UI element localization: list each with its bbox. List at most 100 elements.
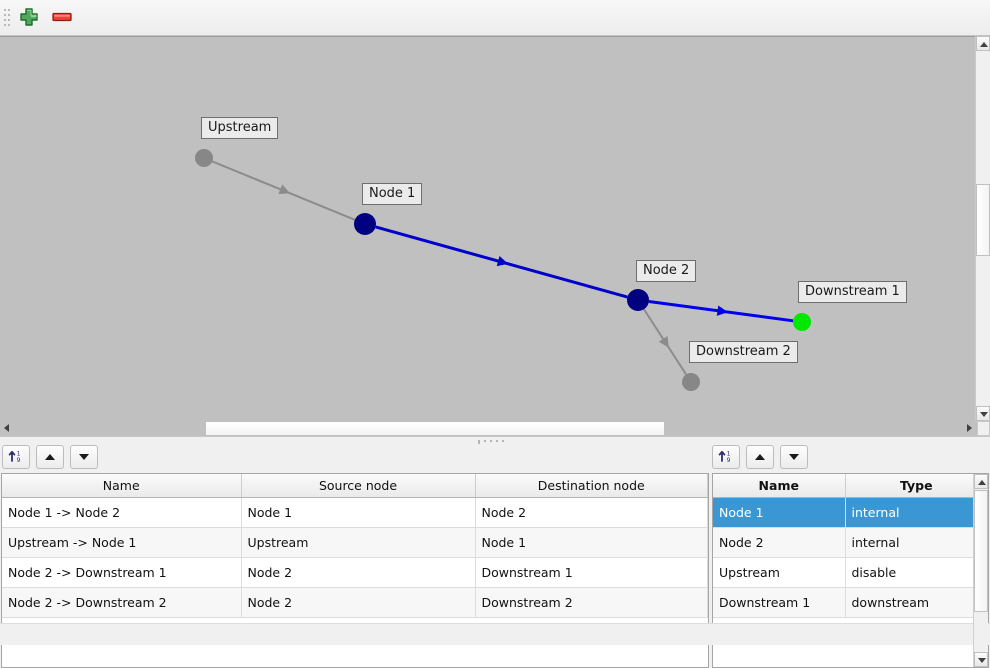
triangle-left-icon [4, 424, 9, 432]
graph-node-label[interactable]: Upstream [201, 117, 279, 139]
svg-text:9: 9 [727, 457, 731, 464]
scroll-up-button[interactable] [976, 36, 990, 51]
triangle-up-icon [753, 450, 767, 465]
canvas-vertical-scrollbar[interactable] [975, 36, 990, 421]
nodes-scroll-down-button[interactable] [974, 652, 988, 667]
triangle-right-icon [967, 424, 972, 432]
triangle-up-icon [978, 480, 986, 485]
graph-node-label[interactable]: Downstream 1 [798, 281, 907, 303]
edges-move-up-button[interactable] [36, 445, 64, 469]
edge-arrow-icon [658, 336, 669, 348]
graph-node[interactable] [627, 289, 649, 311]
status-bar [0, 623, 990, 645]
table-cell[interactable]: Node 1 [475, 527, 708, 558]
svg-text:1: 1 [17, 450, 21, 457]
graph-node[interactable] [682, 373, 700, 391]
table-cell[interactable]: Downstream 1 [475, 557, 708, 588]
nodes-move-down-button[interactable] [780, 445, 808, 469]
canvas-vertical-scroll-thumb[interactable] [976, 184, 990, 256]
scroll-right-button[interactable] [962, 421, 977, 436]
table-cell[interactable]: internal [845, 527, 988, 558]
table-cell[interactable]: Upstream -> Node 1 [2, 527, 242, 558]
plus-icon [18, 8, 40, 31]
graph-node-label[interactable]: Node 2 [636, 260, 697, 282]
table-cell[interactable]: Node 2 [713, 527, 846, 558]
column-header[interactable]: Type [845, 474, 988, 498]
add-button[interactable] [16, 6, 42, 30]
table-cell[interactable]: Node 1 [713, 497, 846, 528]
nodes-sort-button[interactable]: 1 9 [712, 445, 740, 469]
svg-text:1: 1 [727, 450, 731, 457]
graph-drawing [195, 149, 811, 391]
column-header[interactable]: Name [713, 474, 846, 498]
scroll-down-button[interactable] [976, 406, 990, 421]
canvas-horizontal-scroll-thumb[interactable] [205, 421, 665, 436]
table-cell[interactable]: Downstream 1 [713, 587, 846, 618]
scrollbar-corner [977, 421, 990, 436]
table-cell[interactable]: Upstream [713, 557, 846, 588]
toolbar-drag-handle[interactable] [4, 9, 10, 27]
scroll-left-button[interactable] [0, 421, 15, 436]
edges-button-bar: 1 9 [2, 445, 104, 473]
minus-icon [50, 12, 74, 31]
table-cell[interactable]: internal [845, 497, 988, 528]
table-cell[interactable]: Node 2 -> Downstream 1 [2, 557, 242, 588]
graph-node[interactable] [195, 149, 213, 167]
edge-arrow-icon [496, 256, 509, 267]
table-cell[interactable]: Node 2 -> Downstream 2 [2, 587, 242, 618]
triangle-down-icon [978, 658, 986, 663]
table-cell[interactable]: Downstream 2 [475, 587, 708, 618]
svg-text:9: 9 [17, 457, 21, 464]
table-cell[interactable]: Node 2 [475, 497, 708, 528]
delete-button[interactable] [49, 6, 75, 30]
edges-move-down-button[interactable] [70, 445, 98, 469]
column-header[interactable]: Name [2, 474, 242, 498]
table-cell[interactable]: Upstream [241, 527, 476, 558]
table-cell[interactable]: disable [845, 557, 988, 588]
triangle-up-icon [980, 42, 988, 47]
triangle-down-icon [787, 450, 801, 465]
graph-node-label[interactable]: Downstream 2 [689, 341, 798, 363]
main-toolbar [0, 0, 990, 36]
table-cell[interactable]: Node 1 [241, 497, 476, 528]
table-cell[interactable]: Node 1 -> Node 2 [2, 497, 242, 528]
table-cell[interactable]: Node 2 [241, 587, 476, 618]
splitter-grip [478, 440, 512, 444]
edges-sort-button[interactable]: 1 9 [2, 445, 30, 469]
triangle-down-icon [980, 412, 988, 417]
horizontal-splitter[interactable] [0, 436, 990, 446]
canvas-horizontal-scrollbar[interactable] [0, 421, 990, 436]
nodes-move-up-button[interactable] [746, 445, 774, 469]
graph-node[interactable] [793, 313, 811, 331]
table-cell[interactable]: downstream [845, 587, 988, 618]
graph-node[interactable] [354, 213, 376, 235]
column-header[interactable]: Source node [241, 474, 476, 498]
edge-arrow-icon [278, 184, 291, 195]
edge-arrow-icon [716, 305, 728, 316]
triangle-down-icon [77, 450, 91, 465]
graph-node-label[interactable]: Node 1 [362, 183, 423, 205]
nodes-scroll-up-button[interactable] [974, 474, 988, 489]
table-cell[interactable]: Node 2 [241, 557, 476, 588]
sort-ascending-icon: 1 9 [717, 450, 735, 467]
nodes-vertical-scroll-thumb[interactable] [974, 490, 988, 612]
nodes-vertical-scrollbar[interactable] [973, 474, 988, 667]
column-header[interactable]: Destination node [475, 474, 708, 498]
